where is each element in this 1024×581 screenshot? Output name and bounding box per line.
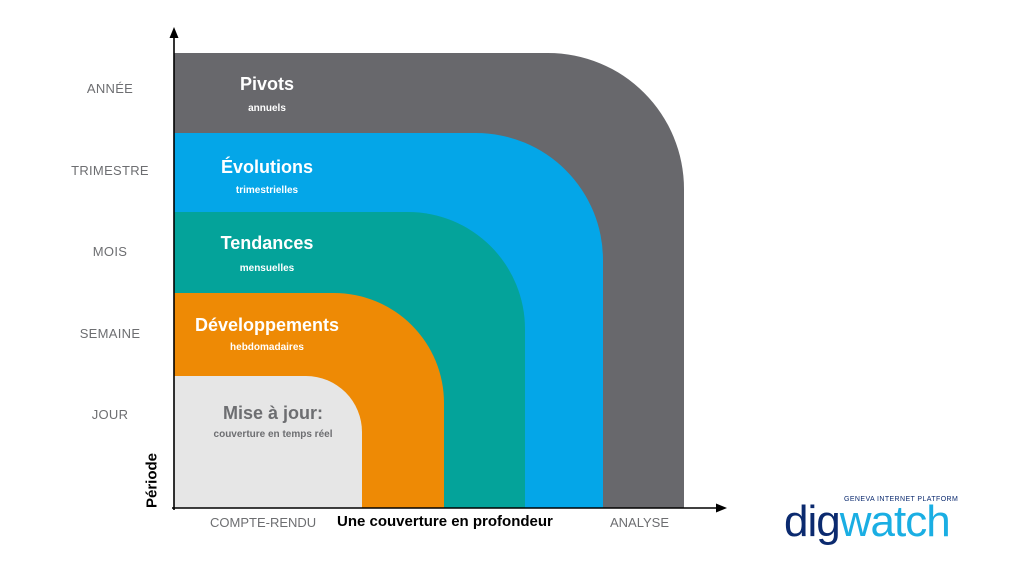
logo-word-watch: watch [839, 497, 951, 546]
band-quarterly-subtitle: trimestrielles [235, 185, 299, 196]
digwatch-logo: GENEVA INTERNET PLATFORM digwatch [784, 496, 974, 552]
y-label-month: MOIS [92, 244, 128, 259]
x-label-left: COMPTE-RENDU [210, 515, 317, 530]
y-label-year: ANNÉE [86, 81, 134, 96]
logo-tagline: GENEVA INTERNET PLATFORM [844, 496, 959, 503]
logo-wordmark: digwatch [784, 497, 951, 546]
x-axis-arrow [716, 503, 727, 513]
band-realtime [174, 376, 362, 508]
band-quarterly-title: Évolutions [220, 157, 313, 177]
x-axis-title: Une couverture en profondeur [337, 513, 553, 530]
y-axis-arrow [169, 27, 179, 38]
y-label-day: JOUR [91, 407, 129, 422]
band-monthly-subtitle: mensuelles [239, 263, 295, 274]
y-axis-title: Période [143, 452, 161, 509]
band-weekly-title: Développements [194, 315, 340, 335]
logo-word-dig: dig [784, 497, 841, 546]
band-realtime-subtitle: couverture en temps réel [213, 429, 333, 440]
y-label-quarter: TRIMESTRE [71, 163, 149, 178]
band-realtime-title: Mise à jour: [222, 403, 324, 423]
x-label-right: ANALYSE [610, 515, 670, 530]
band-monthly-title: Tendances [220, 233, 314, 253]
band-weekly-subtitle: hebdomadaires [230, 342, 304, 353]
band-annual-title: Pivots [239, 74, 295, 94]
band-annual-subtitle: annuels [248, 103, 286, 114]
y-label-week: SEMAINE [79, 326, 141, 341]
